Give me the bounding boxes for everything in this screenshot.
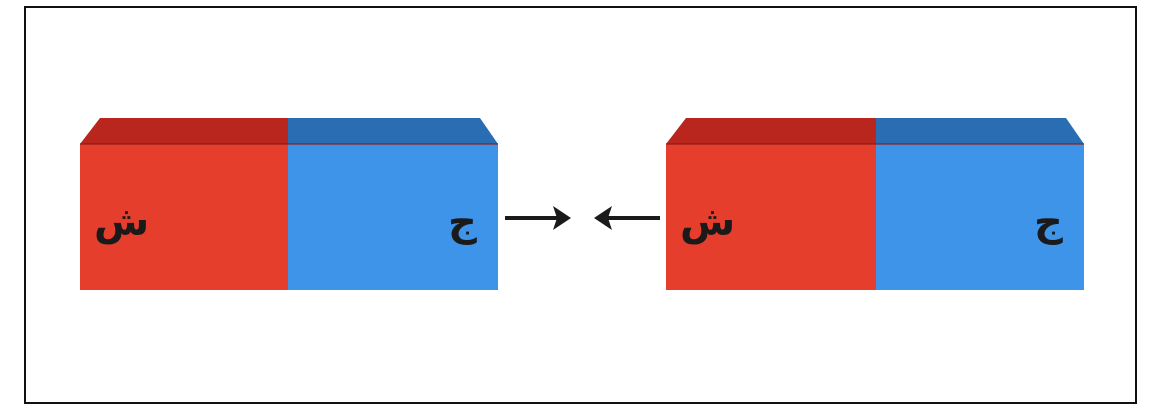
right-magnet-red-pole — [666, 144, 876, 290]
left-magnet: ش ج — [80, 118, 498, 290]
right-magnet: ش ج — [666, 118, 1084, 290]
arrow-left-icon — [592, 200, 662, 236]
left-magnet-body — [80, 118, 498, 290]
left-magnet-blue-pole — [288, 144, 498, 290]
right-magnet-body — [666, 118, 1084, 290]
right-magnet-red-top — [666, 118, 876, 144]
left-magnet-red-label: ش — [94, 199, 150, 245]
left-magnet-blue-label: ج — [448, 199, 477, 245]
left-magnet-blue-top — [288, 118, 498, 144]
arrow-right-icon — [503, 200, 573, 236]
right-magnet-blue-label: ج — [1034, 199, 1063, 245]
right-magnet-red-label: ش — [680, 199, 736, 245]
right-magnet-blue-top — [876, 118, 1084, 144]
left-magnet-red-pole — [80, 144, 288, 290]
left-magnet-red-top — [80, 118, 288, 144]
right-magnet-blue-pole — [876, 144, 1084, 290]
